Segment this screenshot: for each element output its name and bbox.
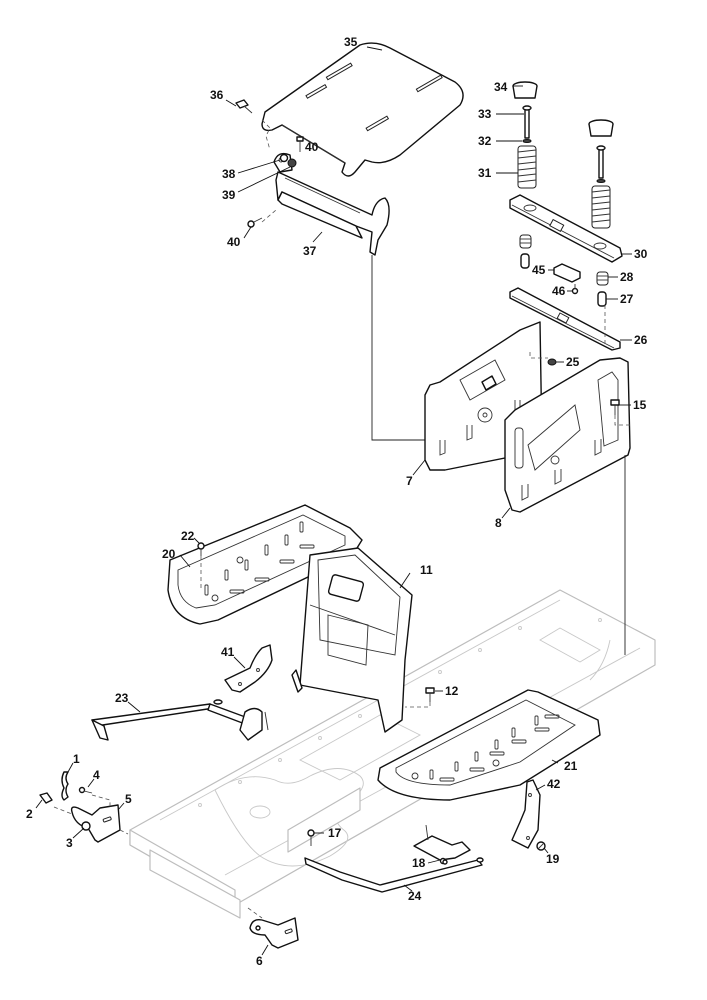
callout-30: 30 (634, 247, 648, 261)
part-28-small-spring-left[interactable] (519, 234, 532, 249)
callout-15: 15 (633, 398, 647, 412)
part-33-bolt-2[interactable] (596, 145, 606, 179)
callout-28: 28 (620, 270, 634, 284)
callout-17: 17 (328, 826, 342, 840)
part-21-right-footboard[interactable] (377, 689, 601, 801)
callout-40-upper: 40 (305, 140, 319, 154)
part-27-pin[interactable] (597, 291, 607, 307)
callout-46: 46 (552, 284, 566, 298)
part-37-hinge-bracket[interactable] (273, 152, 390, 256)
part-41-left-bracket[interactable] (224, 644, 273, 693)
callout-7: 7 (406, 474, 413, 488)
callout-25: 25 (566, 355, 580, 369)
part-19-nut[interactable] (536, 841, 546, 851)
callout-27: 27 (620, 292, 634, 306)
callout-22: 22 (181, 529, 195, 543)
part-5-front-hook-bracket[interactable] (70, 804, 121, 843)
part-30-seat-mount-rail[interactable] (509, 194, 623, 263)
callout-23: 23 (115, 691, 129, 705)
callout-19: 19 (546, 852, 560, 866)
part-39-bushing[interactable] (287, 158, 297, 168)
callout-36: 36 (210, 88, 224, 102)
callout-45: 45 (532, 263, 546, 277)
callout-35: 35 (344, 35, 358, 49)
part-11-console[interactable] (291, 547, 413, 733)
part-12-bolt[interactable] (425, 687, 435, 702)
part-35-seat-plate[interactable] (261, 42, 464, 177)
callout-8: 8 (495, 516, 502, 530)
part-20-left-footboard[interactable] (167, 504, 363, 625)
part-22-screw[interactable] (197, 542, 205, 556)
callout-32: 32 (478, 134, 492, 148)
part-31-spring[interactable] (517, 145, 537, 189)
part-15-bolt[interactable] (610, 399, 620, 415)
part-42-right-bracket[interactable] (511, 779, 541, 849)
part-36-bolt[interactable] (235, 99, 253, 114)
chassis-frame (129, 589, 656, 919)
callout-31: 31 (478, 166, 492, 180)
part-18-bolt[interactable] (442, 859, 448, 865)
part-23-front-linkage[interactable] (91, 699, 269, 741)
part-31-spring-2[interactable] (591, 185, 611, 229)
part-32-washer[interactable] (522, 139, 532, 143)
part-40-upper-bolt[interactable] (296, 136, 304, 152)
callout-33: 33 (478, 107, 492, 121)
part-8-front-panel[interactable] (504, 357, 631, 513)
callout-38: 38 (222, 167, 236, 181)
part-26-lower-rail[interactable] (509, 287, 621, 351)
part-34-cap[interactable] (512, 81, 538, 99)
callout-4: 4 (93, 768, 100, 782)
callout-24: 24 (408, 889, 422, 903)
part-4-bolt[interactable] (78, 786, 93, 794)
part-38-washer[interactable] (279, 153, 289, 163)
part-46-screw[interactable] (571, 284, 579, 295)
callout-21: 21 (564, 759, 578, 773)
callout-18: 18 (412, 856, 426, 870)
callout-37: 37 (303, 244, 317, 258)
callout-6: 6 (256, 954, 263, 968)
callout-3: 3 (66, 836, 73, 850)
part-2-pin[interactable] (39, 792, 53, 804)
part-27-pin-left[interactable] (520, 253, 530, 269)
callout-20: 20 (162, 547, 176, 561)
callout-42: 42 (547, 777, 561, 791)
part-40-lower-bolt[interactable] (247, 217, 263, 228)
callout-40-lower: 40 (227, 235, 241, 249)
callout-2: 2 (26, 807, 33, 821)
part-28-small-spring[interactable] (596, 271, 609, 286)
callout-12: 12 (445, 684, 459, 698)
callout-26: 26 (634, 333, 648, 347)
part-6-rear-hook-bracket[interactable] (249, 917, 299, 949)
part-32-washer-2[interactable] (596, 179, 606, 183)
callout-11: 11 (420, 563, 433, 577)
part-34-cap-2[interactable] (588, 119, 614, 137)
part-1-clip[interactable] (61, 771, 69, 801)
callout-1: 1 (73, 752, 80, 766)
leader-lines (35, 46, 632, 956)
callout-5: 5 (125, 792, 132, 806)
callout-labels: 35 36 40 38 39 40 37 34 33 32 31 30 28 2… (26, 35, 648, 968)
part-33-bolt[interactable] (522, 105, 532, 139)
callout-39: 39 (222, 188, 236, 202)
part-45-block[interactable] (553, 263, 581, 283)
callout-34: 34 (494, 80, 508, 94)
callout-41: 41 (221, 645, 235, 659)
part-25-nut[interactable] (547, 358, 557, 366)
